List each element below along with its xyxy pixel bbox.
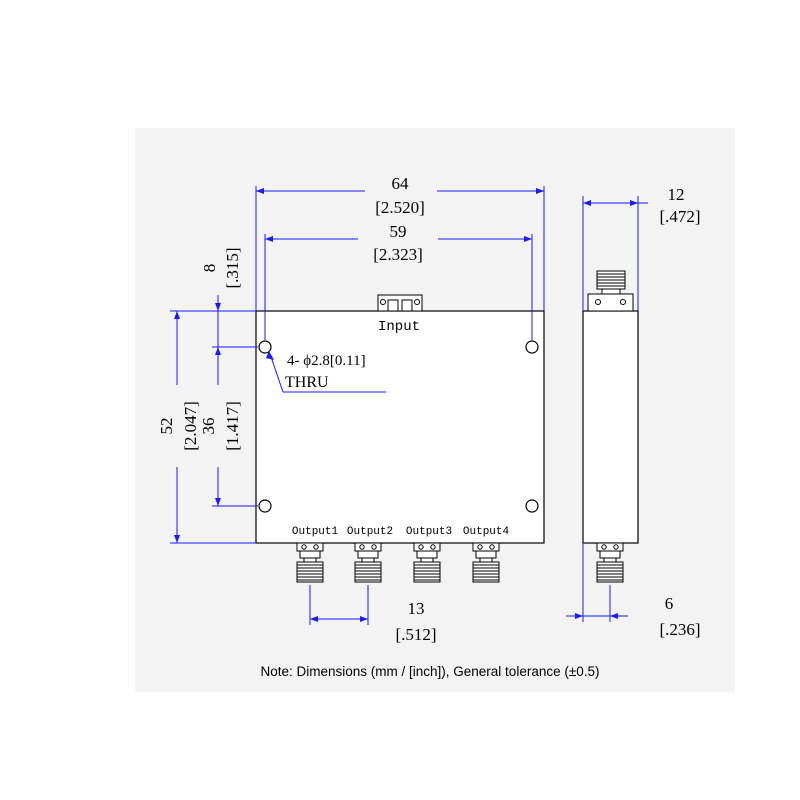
- hole-callout-leader: [266, 351, 386, 393]
- dim-height-outer-in: [2.047]: [181, 401, 200, 451]
- dim-port-pitch-in: [.512]: [395, 625, 436, 644]
- input-connector: [377, 294, 423, 312]
- dim-hole-offset-y-in: [.315]: [223, 247, 242, 288]
- output4-label: Output4: [463, 526, 510, 538]
- input-label: Input: [378, 319, 420, 335]
- dim-connector-offset: [566, 543, 628, 622]
- dim-height-outer-mm: 52: [157, 418, 176, 435]
- mounting-hole-bottom-right: [525, 499, 539, 513]
- thru-label: THRU: [285, 374, 329, 391]
- dim-connector-offset-in: [.236]: [659, 620, 700, 639]
- mounting-hole-top-right: [525, 340, 539, 354]
- output3-label: Output3: [406, 526, 452, 538]
- hole-callout-label: 4- ϕ2.8[0.11]: [287, 353, 366, 369]
- dim-hole-offset-y: [212, 295, 258, 363]
- output2-label: Output2: [347, 526, 393, 538]
- dim-hole-span-x-in: [2.323]: [373, 245, 423, 264]
- dim-hole-offset-y-mm: 8: [200, 264, 219, 273]
- mounting-hole-top-left: [258, 340, 272, 354]
- side-input-connector: [587, 270, 634, 312]
- output3-connector: [413, 542, 441, 583]
- dim-thickness-mm: 12: [668, 185, 685, 204]
- output1-connector: [296, 542, 324, 583]
- front-view-body: [255, 310, 545, 544]
- output4-connector: [472, 542, 500, 583]
- side-view-body: [582, 310, 639, 544]
- dim-hole-span-y-in: [1.417]: [223, 401, 242, 451]
- dim-thickness-in: [.472]: [659, 207, 700, 226]
- dim-connector-offset-mm: 6: [665, 594, 674, 613]
- output1-label: Output1: [292, 526, 339, 538]
- dim-hole-span-x-mm: 59: [390, 222, 407, 241]
- dim-width-outer-mm: 64: [392, 174, 410, 193]
- side-output-connector: [596, 542, 624, 583]
- output2-connector: [354, 542, 382, 583]
- dim-hole-span-y-mm: 36: [199, 418, 218, 435]
- dim-port-pitch-mm: 13: [408, 599, 425, 618]
- dim-port-pitch: [309, 585, 369, 625]
- mounting-hole-bottom-left: [258, 499, 272, 513]
- tolerance-note: Note: Dimensions (mm / [inch]), General …: [260, 664, 599, 679]
- dim-thickness: [582, 196, 648, 311]
- dim-width-outer-in: [2.520]: [375, 198, 425, 217]
